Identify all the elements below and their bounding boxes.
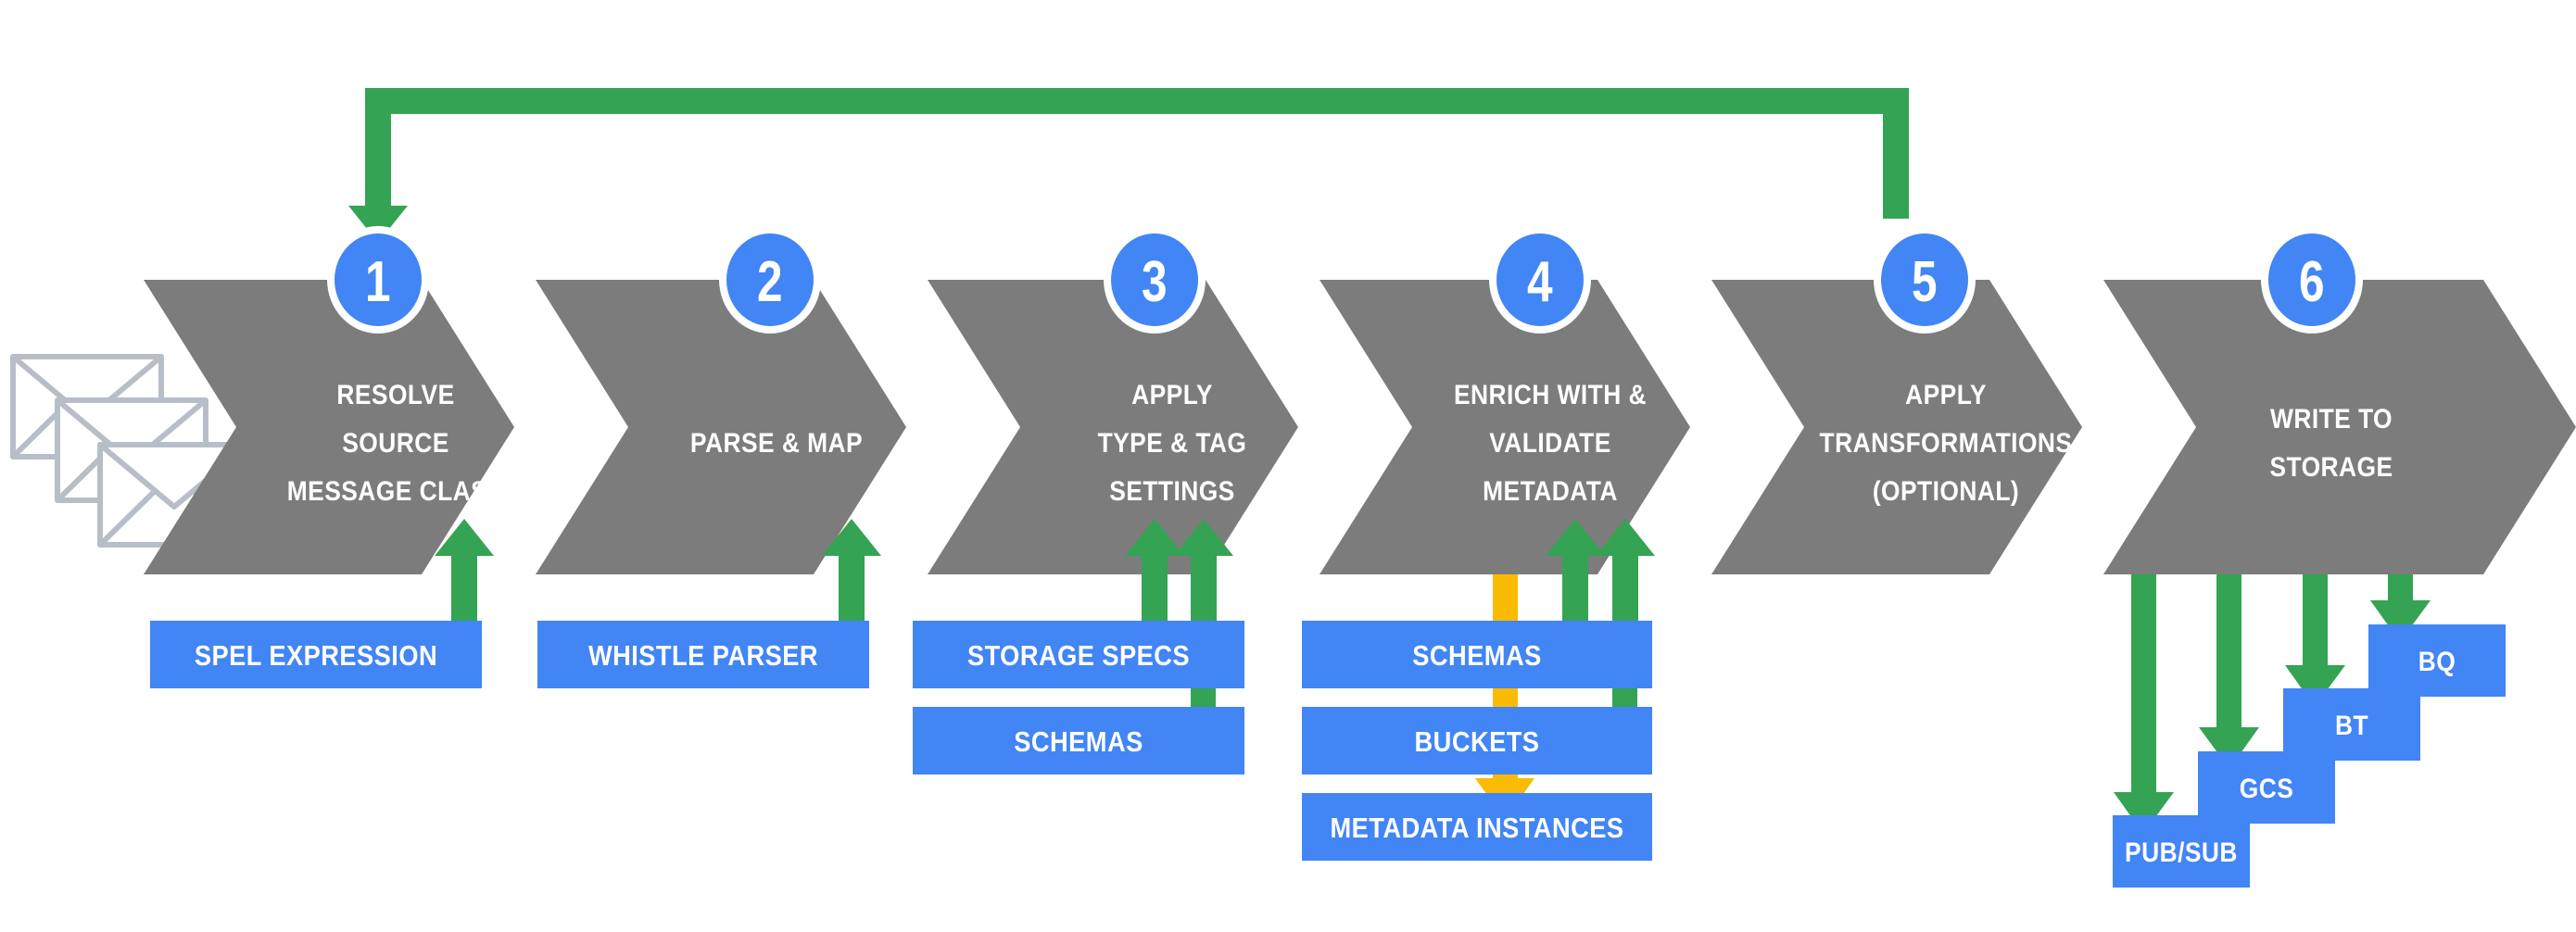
arrow-pubsub-down: [2114, 574, 2174, 834]
sink-box-gcs: [2198, 751, 2335, 824]
step-number-1: 1: [365, 249, 391, 314]
resource-box-buckets: [1302, 707, 1652, 775]
resource-label-schemas4: SCHEMAS: [1412, 640, 1541, 672]
resource-label-whistle: WHISTLE PARSER: [588, 640, 818, 672]
resource-label-spel: SPEL EXPRESSION: [195, 640, 437, 672]
step-title-4: ENRICH WITH & VALIDATE METADATA: [1454, 378, 1647, 506]
svg-text:APPLY: APPLY: [1131, 378, 1213, 409]
svg-text:VALIDATE: VALIDATE: [1489, 426, 1611, 458]
step-circle-3: [1104, 226, 1206, 334]
sink-box-pubsub: [2113, 815, 2250, 888]
step-circle-5: [1874, 226, 1976, 334]
svg-text:WRITE TO: WRITE TO: [2270, 402, 2393, 434]
sink-label-bt: BT: [2335, 709, 2368, 740]
step-circle-4: [1489, 226, 1591, 334]
svg-text:SETTINGS: SETTINGS: [1109, 474, 1235, 506]
arrow-storage-specs-up: [1125, 519, 1184, 621]
arrow-whistle-up: [822, 519, 881, 621]
svg-text:RESOLVE: RESOLVE: [336, 378, 454, 409]
step-number-2: 2: [757, 249, 783, 314]
arrow-bt-down: [2285, 574, 2345, 707]
sink-box-bq: [2368, 624, 2506, 697]
step-number-6: 6: [2299, 249, 2325, 314]
arrow-metadata-shaft-top: [1493, 574, 1518, 621]
step-circles: [327, 226, 2363, 334]
sink-box-bt: [2283, 688, 2420, 761]
chevron-step-5: [1711, 280, 2082, 574]
resource-label-metadata-instances: METADATA INSTANCES: [1331, 812, 1624, 844]
resource-label-buckets: BUCKETS: [1415, 726, 1540, 758]
svg-text:SOURCE: SOURCE: [342, 426, 449, 458]
svg-text:TYPE & TAG: TYPE & TAG: [1098, 426, 1247, 458]
sink-label-gcs: GCS: [2240, 772, 2294, 803]
resource-box-metadata-instances: [1302, 793, 1652, 861]
step-title-1: RESOLVE SOURCE MESSAGE CLASS: [287, 378, 505, 506]
svg-text:METADATA: METADATA: [1483, 474, 1618, 506]
step-title-6: WRITE TO STORAGE: [2269, 402, 2393, 482]
resource-label-storage-specs: STORAGE SPECS: [967, 640, 1190, 672]
chevron-step-3: [928, 280, 1298, 574]
svg-text:MESSAGE CLASS: MESSAGE CLASS: [287, 474, 505, 506]
sink-boxes: [2113, 624, 2506, 888]
step-circle-1: [327, 226, 429, 334]
step-circle-2: [719, 226, 821, 334]
arrow-spel-up: [435, 519, 494, 621]
arrow-bq-down: [2370, 574, 2431, 642]
resource-label-schemas3: SCHEMAS: [1014, 726, 1143, 758]
svg-text:STORAGE: STORAGE: [2269, 450, 2393, 482]
arrow-schemas4-up: [1546, 519, 1605, 621]
svg-text:TRANSFORMATIONS: TRANSFORMATIONS: [1820, 426, 2073, 458]
step-number-4: 4: [1527, 249, 1553, 314]
feedback-loop-arrow: [348, 88, 1909, 243]
step-circle-6: [2261, 226, 2363, 334]
chevron-step-1: [144, 280, 514, 574]
arrow-schemas3-up: [1174, 519, 1233, 621]
chevron-step-2: [536, 280, 906, 574]
resource-box-storage-specs: [913, 621, 1244, 688]
arrow-buckets-up: [1596, 519, 1655, 621]
step-number-3: 3: [1142, 249, 1168, 314]
resource-box-whistle: [537, 621, 869, 688]
step-title-3: APPLY TYPE & TAG SETTINGS: [1098, 378, 1247, 506]
step-number-5: 5: [1912, 249, 1938, 314]
chevron-step-6: [2103, 280, 2576, 574]
step-title-2: PARSE & MAP: [690, 426, 863, 458]
chevron-step-4: [1320, 280, 1690, 574]
sink-label-pubsub: PUB/SUB: [2125, 836, 2238, 867]
svg-text:ENRICH WITH &: ENRICH WITH &: [1454, 378, 1647, 409]
resource-box-schemas3: [913, 707, 1244, 775]
pipeline-chevrons: [144, 280, 2576, 574]
sink-connectors: [2114, 574, 2431, 834]
svg-text:APPLY: APPLY: [1905, 378, 1987, 409]
step-title-5: APPLY TRANSFORMATIONS (OPTIONAL): [1820, 378, 2073, 506]
resource-box-schemas4: [1302, 621, 1652, 688]
svg-text:PARSE & MAP: PARSE & MAP: [690, 426, 863, 458]
resource-box-spel: [150, 621, 482, 688]
svg-text:(OPTIONAL): (OPTIONAL): [1873, 474, 2019, 506]
sink-label-bq: BQ: [2418, 645, 2456, 676]
resource-boxes: [150, 621, 1652, 861]
arrow-gcs-down: [2199, 574, 2259, 769]
arrow-metadata-down: [1475, 765, 1534, 820]
